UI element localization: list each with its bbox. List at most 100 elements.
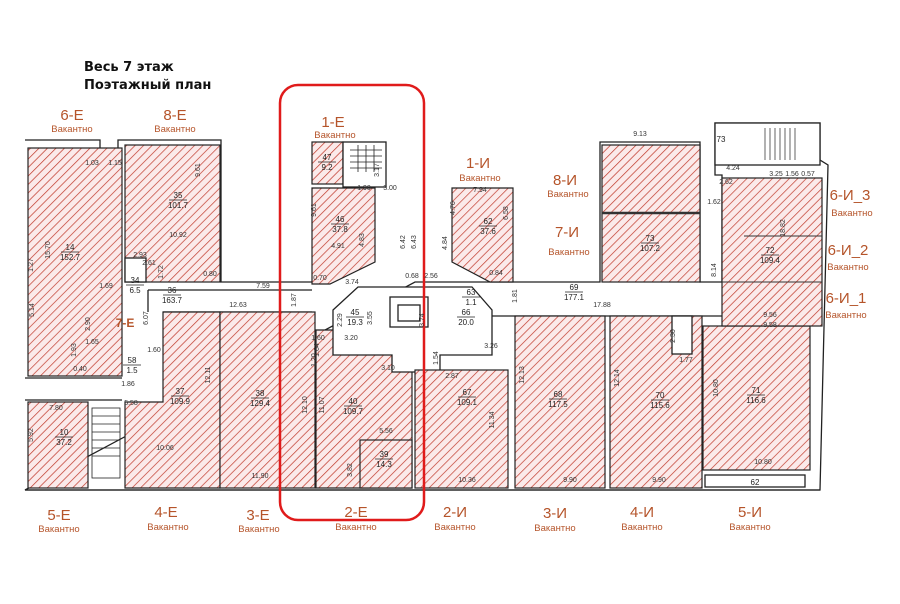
- dimension-label: 1.60: [147, 347, 161, 354]
- dimension-label: 4.24: [726, 165, 740, 172]
- room-71[interactable]: [702, 325, 811, 471]
- dimension-label: 9.56: [763, 312, 777, 319]
- unit-status: Вакантно: [38, 524, 79, 535]
- room-34[interactable]: [124, 257, 147, 283]
- room-area: 107.2: [640, 244, 661, 253]
- room-number: 45: [351, 308, 360, 317]
- dimension-label: 10.80: [754, 459, 772, 466]
- room-14[interactable]: [27, 147, 123, 377]
- room-68[interactable]: [514, 315, 606, 489]
- room-area: 163.7: [162, 296, 183, 305]
- selected-unit-highlight: [278, 83, 426, 522]
- unit-label[interactable]: 6-И_3: [830, 187, 871, 204]
- dimension-label: 0.70: [313, 275, 327, 282]
- room-area: 109.7: [343, 407, 364, 416]
- dimension-label: 3.17: [374, 163, 381, 177]
- dimension-label: 18.82: [780, 219, 787, 237]
- dimension-label: 17.88: [593, 302, 611, 309]
- unit-label[interactable]: 2-И: [443, 504, 467, 521]
- unit-status: Вакантно: [831, 208, 872, 219]
- dimension-label: 12.14: [614, 369, 621, 387]
- dimension-label: 6.43: [411, 235, 418, 249]
- dimension-label: 1.87: [291, 293, 298, 307]
- room-10[interactable]: [27, 401, 89, 489]
- stairs-icon: [91, 407, 121, 479]
- unit-status: Вакантно: [335, 522, 376, 533]
- dimension-label: 1.86: [121, 381, 135, 388]
- room-number: 66: [462, 308, 471, 317]
- dimension-label: 9.61: [311, 203, 318, 217]
- dimension-label: 3.74: [345, 279, 359, 286]
- room-72[interactable]: [721, 177, 823, 327]
- dimension-label: 7.59: [256, 283, 270, 290]
- dimension-label: 6.42: [400, 235, 407, 249]
- dimension-label: 2.87: [445, 373, 459, 380]
- dimension-label: 2.29: [337, 313, 344, 327]
- unit-label[interactable]: 5-E: [47, 507, 70, 524]
- room-38[interactable]: [219, 311, 316, 489]
- room-area: 115.6: [650, 401, 670, 410]
- room-number: 73: [646, 234, 655, 243]
- room-area: 1.1: [465, 298, 477, 307]
- room-number: 71: [752, 386, 761, 395]
- room-number: 62: [484, 217, 493, 226]
- dimension-label: 1.60: [311, 335, 325, 342]
- unit-label[interactable]: 8-И: [553, 172, 577, 189]
- dimension-label: 1.65: [85, 339, 99, 346]
- dimension-label: 3.25: [769, 171, 783, 178]
- room-number: 63: [467, 288, 476, 297]
- dimension-label: 4.76: [450, 201, 457, 215]
- room-number: 58: [128, 356, 137, 365]
- unit-label[interactable]: 6-E: [60, 107, 83, 124]
- unit-status: Вакантно: [825, 310, 866, 321]
- unit-status: Вакантно: [548, 247, 589, 258]
- dimension-label: 1.54: [433, 351, 440, 365]
- dimension-label: 12.63: [229, 302, 247, 309]
- unit-label[interactable]: 5-И: [738, 504, 762, 521]
- dimension-label: 3.55: [367, 311, 374, 325]
- dimension-label: 7.94: [473, 187, 487, 194]
- dimension-label: 2.90: [85, 317, 92, 331]
- unit-label[interactable]: 7-И: [555, 224, 579, 241]
- room-area: 37.8: [332, 225, 348, 234]
- unit-label[interactable]: 4-И: [630, 504, 654, 521]
- room-number: 47: [323, 153, 332, 162]
- dimension-label: 2.61: [142, 260, 156, 267]
- dimension-label: 3.26: [484, 343, 498, 350]
- dimension-label: 15.70: [45, 241, 52, 259]
- dimension-label: 1.77: [679, 357, 693, 364]
- dimension-label: 8.14: [711, 263, 718, 277]
- unit-label[interactable]: 3-E: [246, 507, 269, 524]
- unit-label[interactable]: 7-E: [116, 316, 135, 330]
- plan-subtitle: Поэтажный план: [84, 78, 212, 93]
- room-39[interactable]: [359, 439, 413, 489]
- room-67[interactable]: [414, 369, 509, 489]
- unit-label[interactable]: 1-E: [321, 114, 344, 131]
- room-47[interactable]: [311, 141, 344, 185]
- dimension-label: 0.80: [203, 271, 217, 278]
- unit-status: Вакантно: [147, 522, 188, 533]
- unit-label[interactable]: 8-E: [163, 107, 186, 124]
- stairs-icon: [764, 128, 796, 160]
- dimension-label: 3.74: [419, 313, 426, 327]
- dimension-label: 1.56: [785, 171, 799, 178]
- dimension-label: 4.91: [331, 243, 345, 250]
- dimension-label: 0.57: [801, 171, 815, 178]
- dimension-label: 11.07: [319, 396, 326, 413]
- room-62[interactable]: [451, 187, 514, 283]
- floor-title: Весь 7 этаж: [84, 60, 174, 75]
- unit-label[interactable]: 3-И: [543, 505, 567, 522]
- unit-label[interactable]: 4-E: [154, 504, 177, 521]
- dimension-label: 11.90: [252, 473, 269, 480]
- unit-label[interactable]: 6-И_1: [826, 290, 867, 307]
- unit-label[interactable]: 1-И: [466, 155, 490, 172]
- room-46[interactable]: [311, 187, 376, 285]
- dimension-label: 7.80: [49, 405, 63, 412]
- dimension-label: 10.36: [458, 477, 476, 484]
- unit-label[interactable]: 6-И_2: [828, 242, 869, 259]
- unit-label[interactable]: 2-E: [344, 504, 367, 521]
- dimension-label: 9.90: [652, 477, 666, 484]
- dimension-label: 2.62: [719, 179, 733, 186]
- dimension-label: 5.56: [379, 428, 393, 435]
